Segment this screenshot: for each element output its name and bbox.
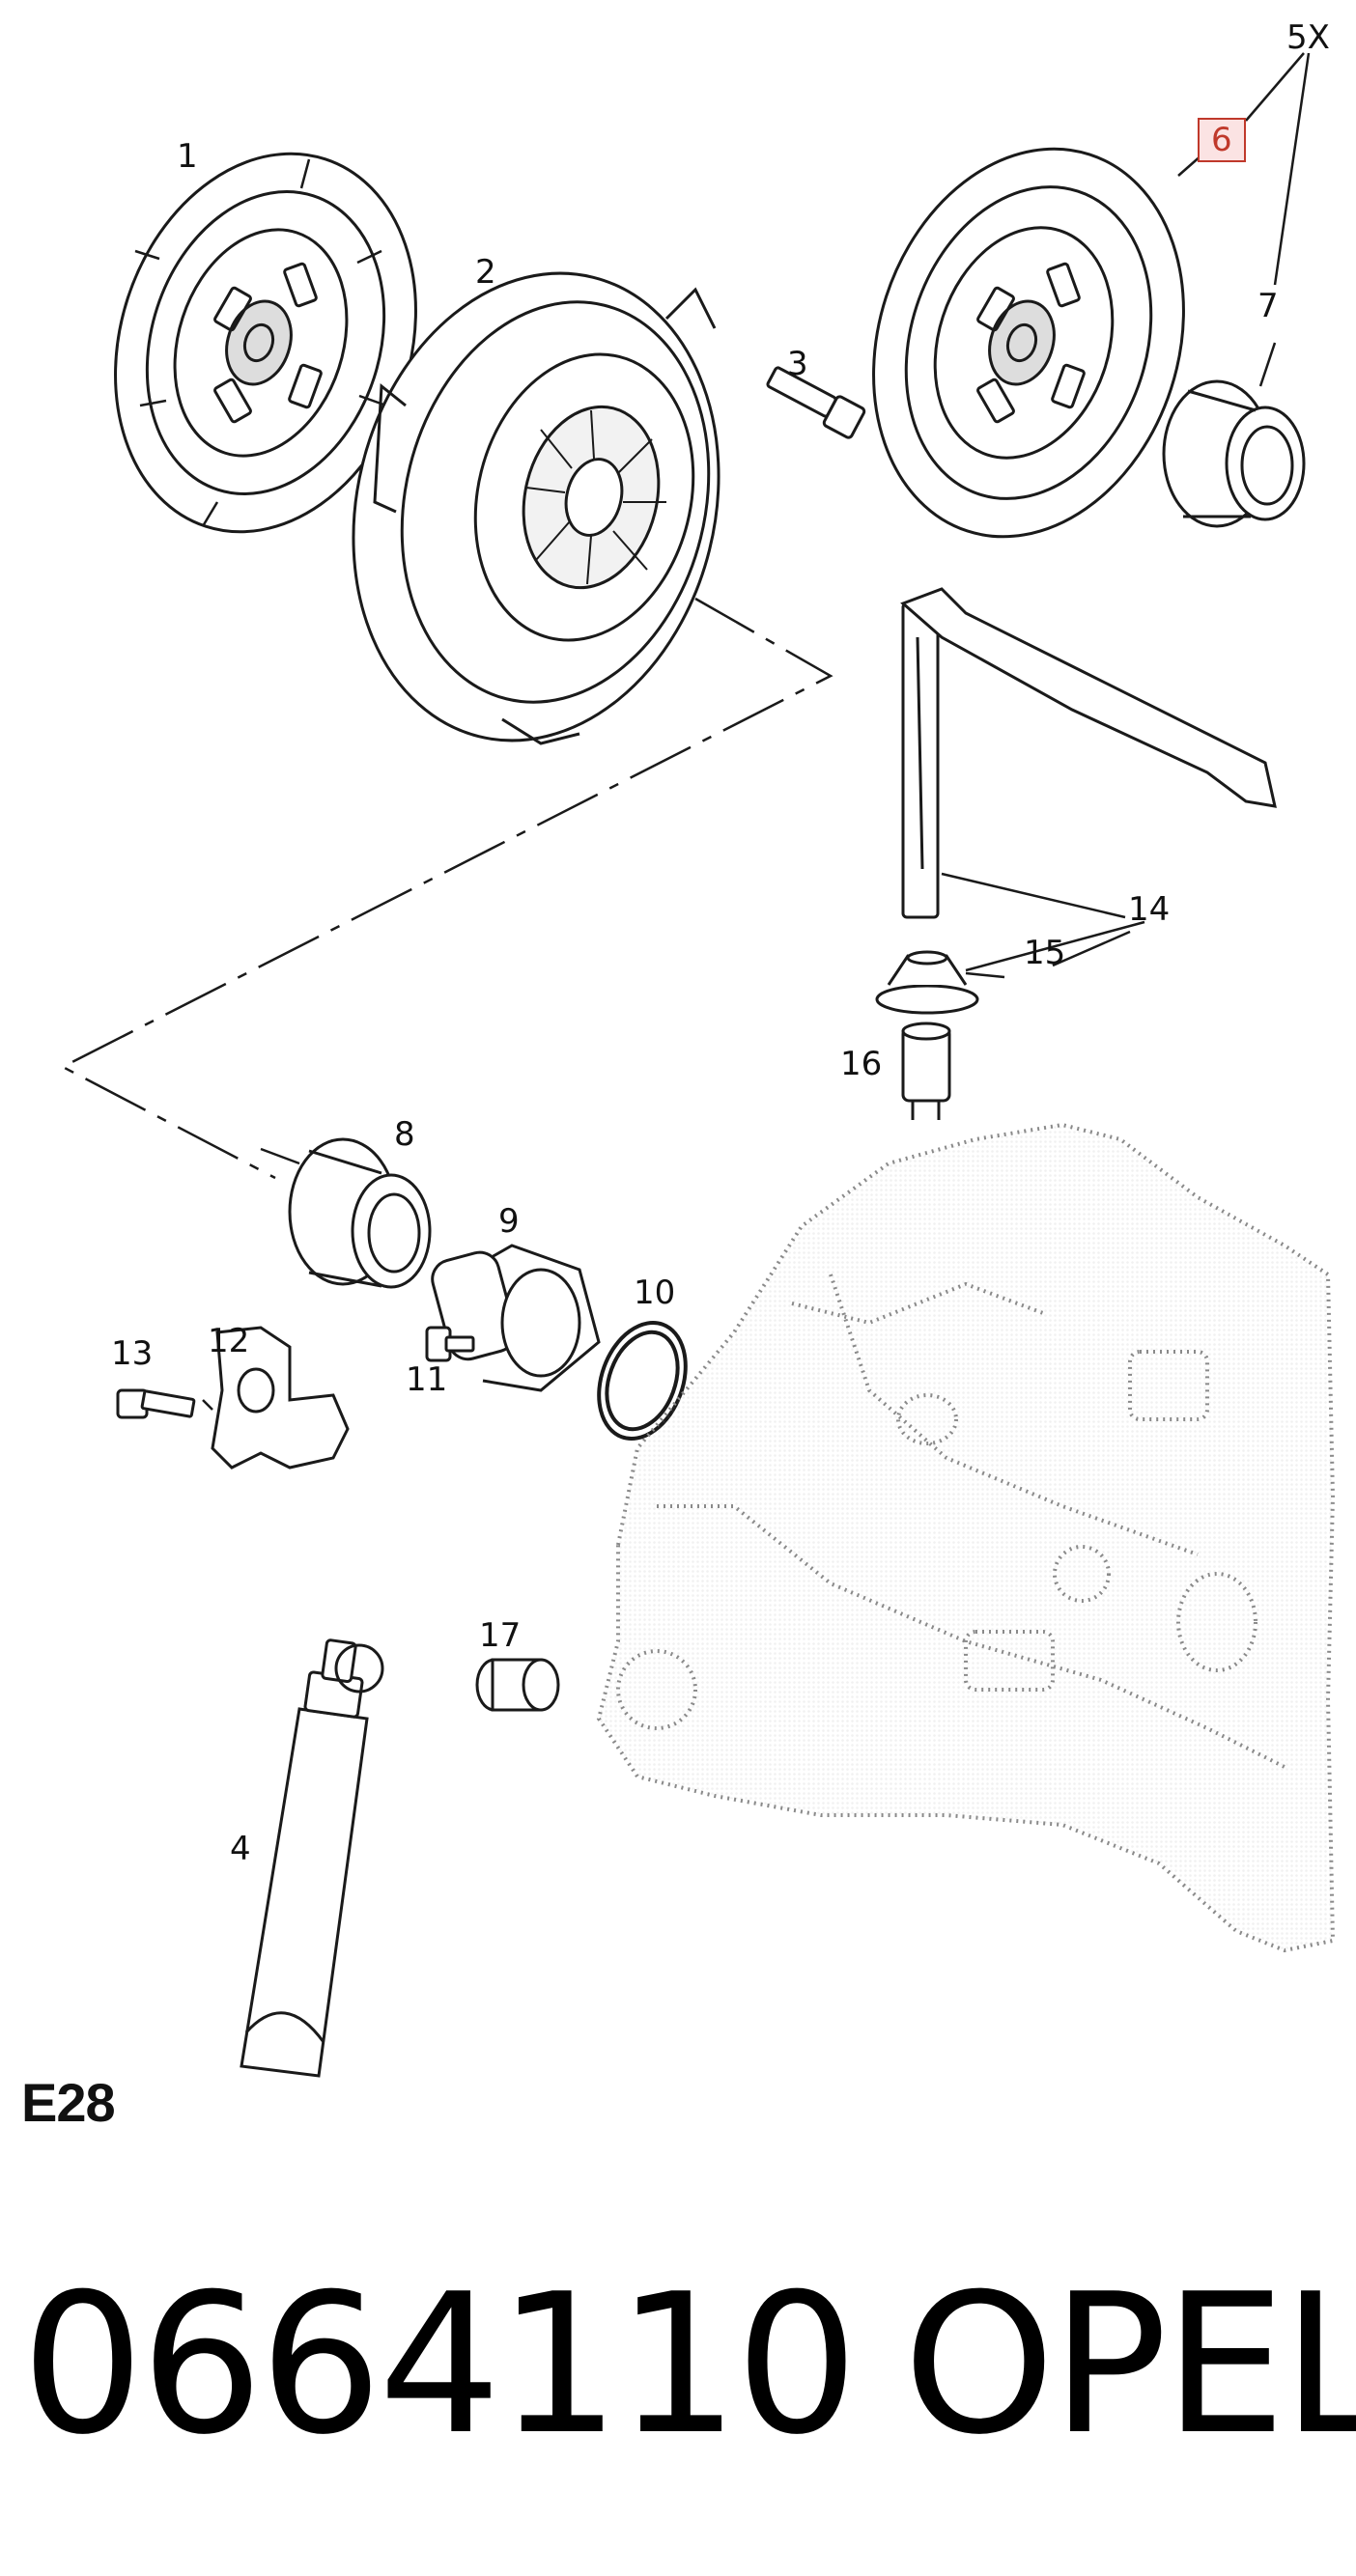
callout-2: 2 (475, 253, 496, 292)
bolt-13 (116, 1388, 196, 1419)
bolt-3 (766, 366, 866, 439)
gearbox-housing (596, 1122, 1336, 1953)
release-shaft-14 (900, 587, 1277, 919)
callout-14: 14 (1128, 890, 1171, 929)
callout-3: 3 (787, 345, 808, 383)
bushing-17 (475, 1658, 560, 1712)
callout-5x: 5X (1286, 18, 1330, 57)
callout-8: 8 (394, 1115, 415, 1154)
guide-sleeve-9 (431, 1244, 601, 1392)
bolt-11 (425, 1326, 475, 1362)
grease-tube-4 (240, 1638, 384, 2078)
callout-13: 13 (111, 1334, 154, 1373)
release-bearing-7 (1162, 379, 1306, 528)
assembly-dash-line (60, 597, 833, 1180)
part-number: 0664110 (21, 2253, 859, 2478)
bushing-16 (901, 1022, 951, 1120)
clutch-disc-6 (872, 147, 1185, 539)
callout-15: 15 (1024, 934, 1066, 972)
clutch-disc-1 (114, 152, 417, 534)
callout-6: 6 (1198, 118, 1246, 162)
section-code: E28 (21, 2072, 116, 2133)
seal-15 (875, 950, 979, 1015)
release-fork-12 (211, 1326, 350, 1470)
callout-1: 1 (177, 137, 198, 176)
callout-12: 12 (208, 1322, 250, 1360)
brand-name: OPEL (903, 2253, 1356, 2478)
leader-lines (202, 52, 1311, 1411)
pressure-plate-2 (352, 271, 720, 745)
callout-7: 7 (1257, 287, 1279, 325)
callout-16: 16 (840, 1045, 883, 1083)
callout-10: 10 (634, 1274, 676, 1312)
o-ring-10 (597, 1320, 688, 1442)
callout-4: 4 (230, 1830, 251, 1868)
release-bearing-8 (288, 1137, 432, 1289)
callout-11: 11 (406, 1360, 448, 1399)
callout-9: 9 (498, 1202, 520, 1241)
callout-17: 17 (479, 1616, 522, 1655)
